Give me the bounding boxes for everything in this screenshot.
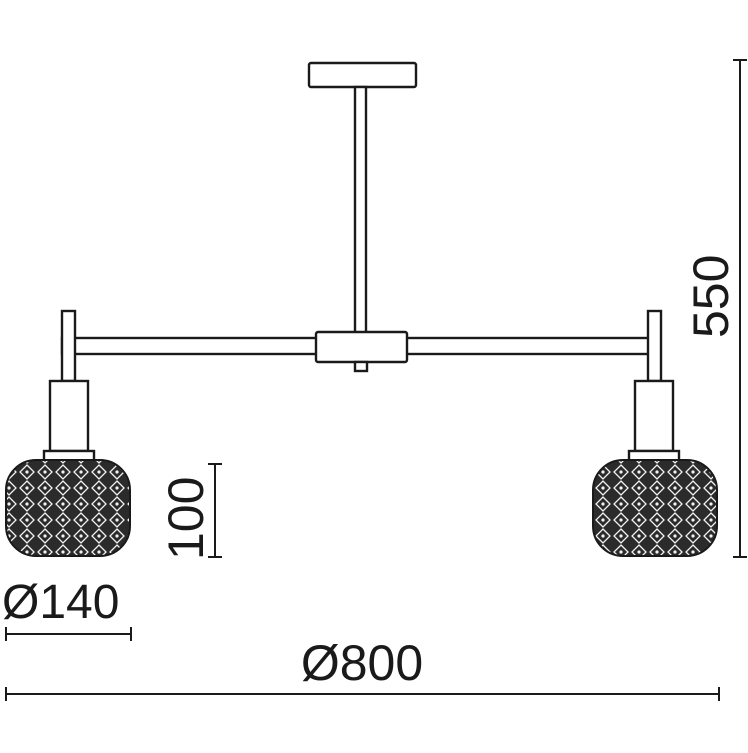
ceiling-canopy <box>307 61 418 89</box>
total-diameter-label: Ø800 <box>301 635 423 691</box>
right-glass-shade <box>592 459 718 557</box>
shade-diameter-dimension: Ø140 <box>2 576 132 641</box>
center-rod <box>353 85 368 335</box>
right-arm-cap <box>646 309 663 383</box>
left-glass-shade <box>5 459 131 557</box>
total-diameter-dimension: Ø800 <box>5 635 720 701</box>
hub-screw <box>353 360 369 373</box>
left-lamp-holder <box>48 379 90 453</box>
shade-height-label: 100 <box>158 477 214 560</box>
center-hub <box>314 330 409 364</box>
right-lamp-holder <box>633 379 675 453</box>
height-label: 550 <box>683 255 739 338</box>
height-dimension: 550 <box>683 59 747 558</box>
left-arm-cap <box>60 309 77 383</box>
shade-diameter-label: Ø140 <box>2 576 119 629</box>
shade-height-dimension: 100 <box>158 463 222 560</box>
